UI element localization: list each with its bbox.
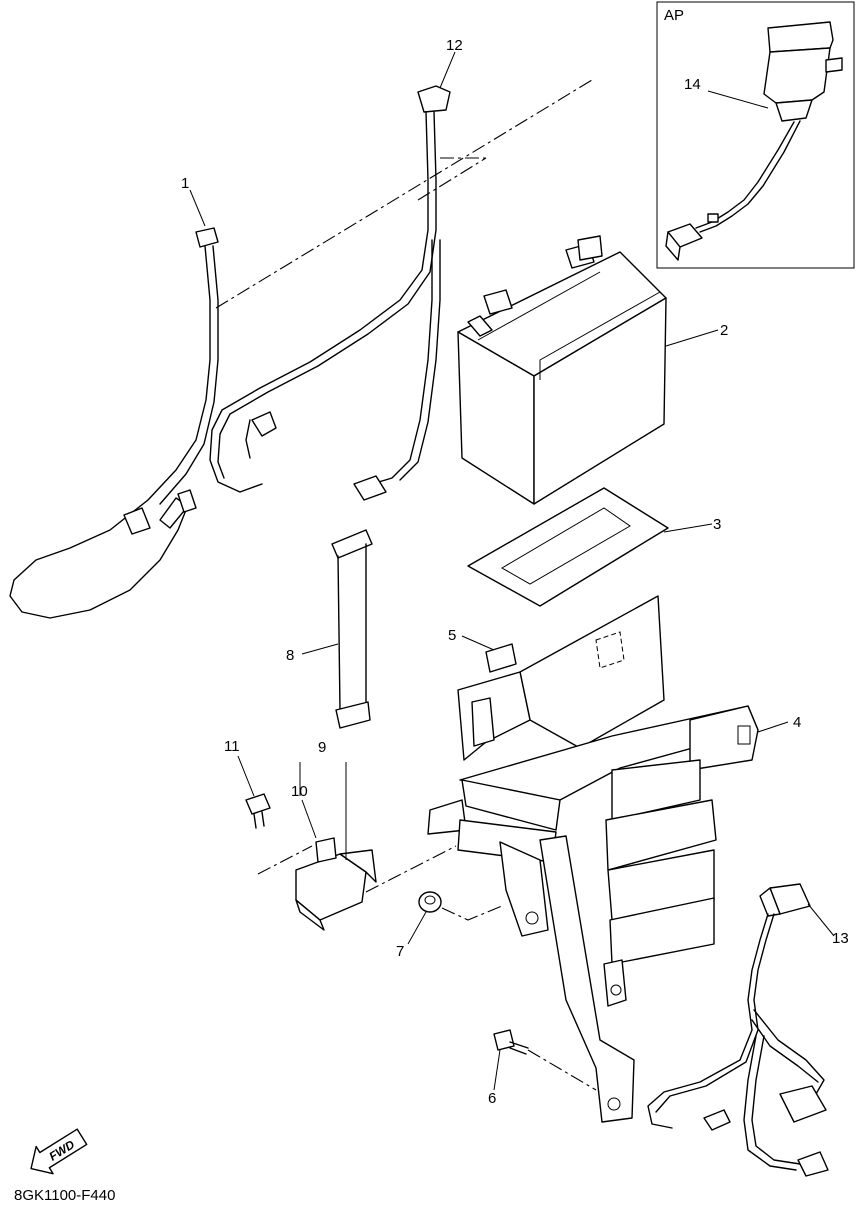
ap-label: AP — [664, 7, 684, 24]
callout-4: 4 — [793, 714, 801, 731]
part-6-bolt — [493, 1029, 529, 1055]
part-14-power-socket — [665, 21, 843, 261]
callout-1: 1 — [181, 175, 189, 192]
callout-numbers: 1 2 3 4 5 6 7 8 9 10 11 12 13 14 — [181, 37, 849, 1107]
reference-lines — [215, 79, 593, 309]
callout-3: 3 — [713, 516, 721, 533]
callout-12: 12 — [446, 37, 463, 54]
callout-13: 13 — [832, 930, 849, 947]
part-7-collar — [418, 891, 442, 913]
callout-14: 14 — [684, 76, 701, 93]
part-5-damper — [485, 643, 517, 673]
fwd-arrow-icon: FWD — [30, 1128, 88, 1175]
part-3-battery-pad — [467, 487, 669, 607]
callout-8: 8 — [286, 647, 294, 664]
callout-9: 9 — [318, 739, 326, 756]
part-13-sub-wire-harness — [647, 883, 829, 1177]
part-1-wire-harness — [9, 227, 219, 619]
part-8-battery-band — [331, 529, 373, 729]
callout-11: 11 — [224, 738, 240, 755]
part-2-battery — [457, 235, 667, 505]
callout-5: 5 — [448, 627, 456, 644]
callout-6: 6 — [488, 1090, 496, 1107]
part-11-bolt — [245, 793, 271, 829]
callout-2: 2 — [720, 322, 728, 339]
callout-leaders — [189, 51, 835, 1091]
part-12-wire-harness — [209, 85, 451, 501]
ap-inset: AP — [656, 1, 855, 269]
part-9-starter-relay — [295, 837, 377, 931]
callout-7: 7 — [396, 943, 404, 960]
callout-10: 10 — [291, 783, 308, 800]
diagram-code: 8GK1100-F440 — [14, 1187, 115, 1204]
part-4-battery-box — [427, 595, 759, 1123]
